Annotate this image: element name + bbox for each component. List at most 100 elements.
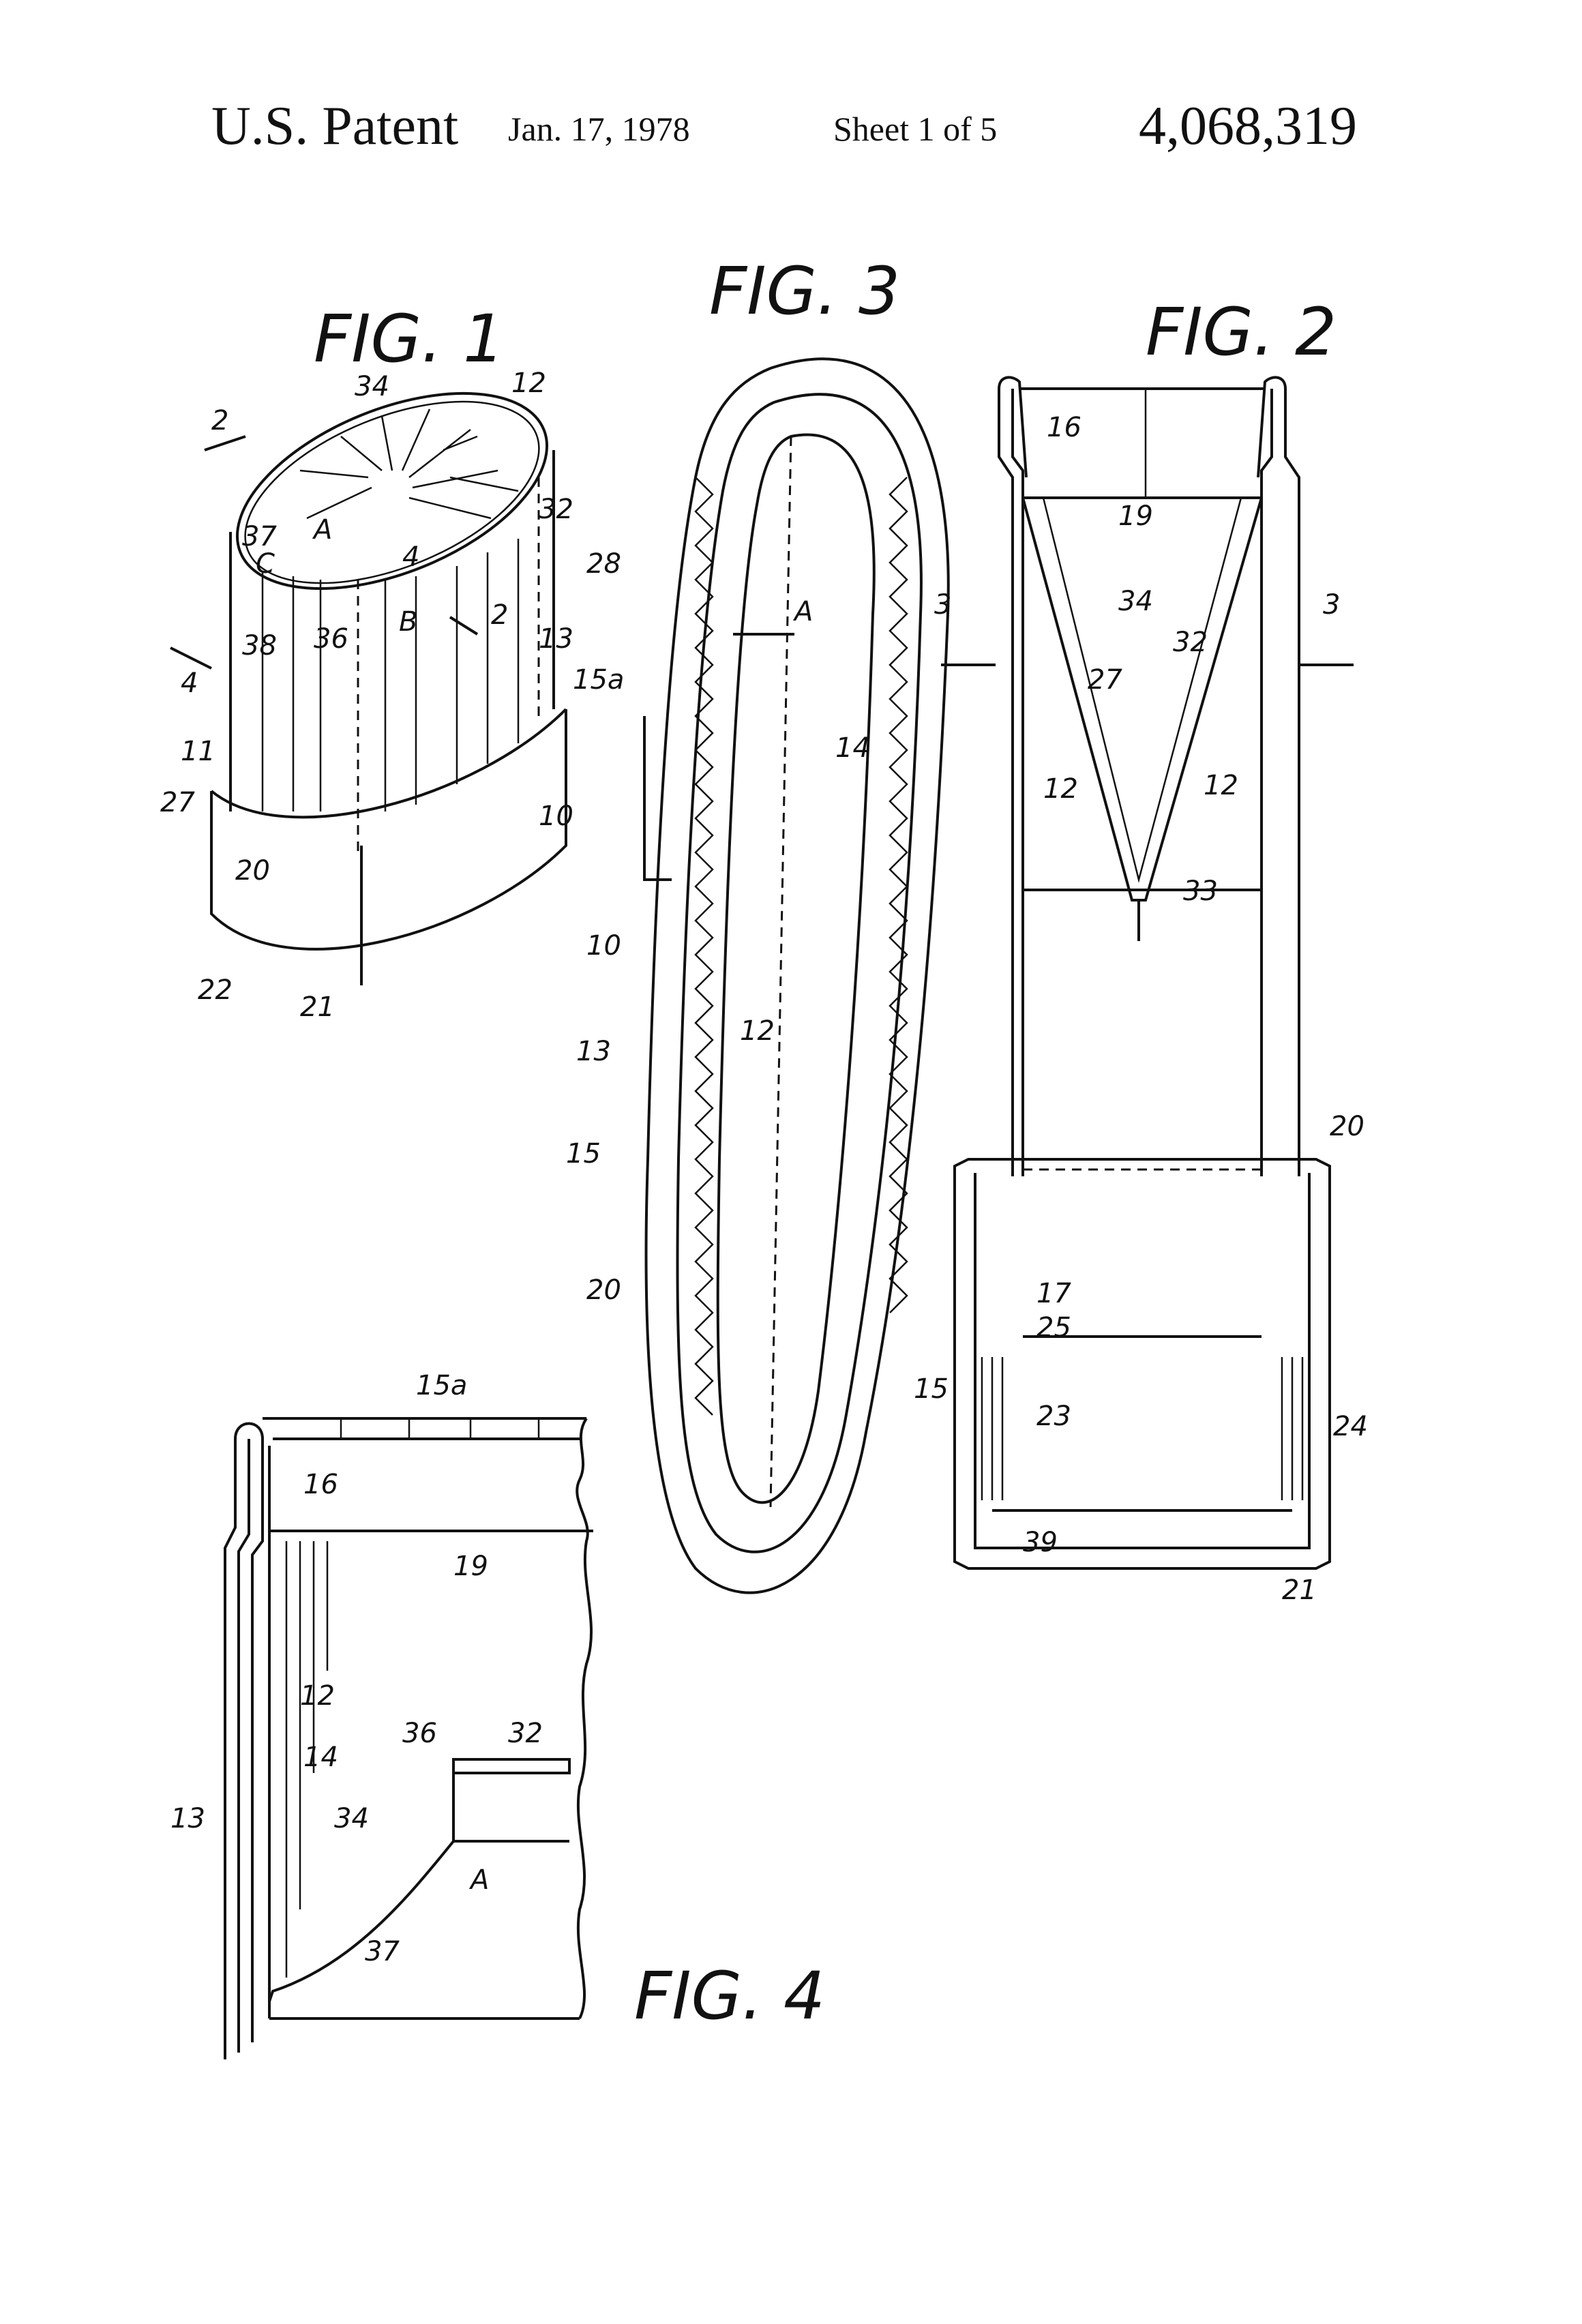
reference-numeral: 20 <box>1330 1111 1364 1142</box>
patent-date: Jan. 17, 1978 <box>508 110 690 148</box>
reference-numeral: 32 <box>508 1718 543 1749</box>
figure-2: FIG. 2 16 19 3 34 <box>934 294 1368 1606</box>
reference-numeral: 32 <box>539 494 573 525</box>
figure-1: FIG. 1 2 3 <box>160 301 624 1023</box>
fig1-section-line-4 <box>170 646 212 670</box>
fig1-pleat-center <box>299 408 519 520</box>
fig1-band <box>210 709 567 951</box>
reference-numeral: A <box>792 596 813 627</box>
reference-numeral: 27 <box>160 787 195 818</box>
fig2-hatching <box>981 1357 1304 1500</box>
reference-numeral: 4 <box>402 541 419 573</box>
reference-numeral: 20 <box>586 1275 621 1306</box>
fig1-pleats <box>261 539 520 811</box>
fig4-break-line <box>576 1417 593 2019</box>
reference-numeral: 3 <box>1323 589 1340 621</box>
reference-numeral: 12 <box>1043 773 1078 805</box>
reference-numeral: 13 <box>576 1036 611 1067</box>
fig2-right-inner <box>1260 389 1273 1176</box>
fig3-label: FIG. 3 <box>709 253 900 329</box>
reference-numeral: 25 <box>1036 1312 1071 1343</box>
fig3-center-seam <box>769 436 792 1508</box>
fig4-outer-wall <box>224 1439 237 2059</box>
reference-numeral: 19 <box>1118 501 1153 532</box>
fig3-inner-hollow <box>716 433 876 1504</box>
fig2-left-fold <box>998 376 1028 478</box>
reference-numeral: 2 <box>491 599 508 631</box>
fig2-left-outer <box>998 389 1014 1176</box>
reference-numeral: 17 <box>1036 1278 1071 1309</box>
reference-numeral: A <box>312 514 332 546</box>
fig2-band <box>953 1158 1331 1570</box>
reference-numeral: 24 <box>1333 1411 1368 1442</box>
reference-numeral: B <box>399 606 417 638</box>
reference-numeral: 36 <box>314 623 348 655</box>
reference-numeral: 34 <box>1118 586 1153 617</box>
reference-numeral: 20 <box>235 855 270 887</box>
fig3-reference-numerals: A 14 10 12 13 15 20 15 <box>566 596 949 1405</box>
reference-numeral: 12 <box>511 368 546 399</box>
reference-numeral: 4 <box>181 668 198 699</box>
fig4-wall-2 <box>237 1439 250 2053</box>
fig4-top-fold <box>234 1422 264 1440</box>
fig3-band-edge <box>643 716 672 881</box>
reference-numeral: C <box>256 548 275 580</box>
reference-numeral: 15a <box>573 664 624 696</box>
fig4-flap-32 <box>452 1758 571 1774</box>
fig3-outer-wall <box>644 357 950 1594</box>
reference-numeral: 33 <box>1183 876 1218 907</box>
fig1-reference-numerals: 2 34 12 37 A C 4 32 28 38 36 B 2 13 15a … <box>160 368 624 1023</box>
reference-numeral: 34 <box>355 371 389 402</box>
reference-numeral: 13 <box>539 623 573 655</box>
fig1-inner-rim <box>244 400 540 584</box>
reference-numeral: 16 <box>303 1469 338 1500</box>
reference-numeral: 32 <box>1173 627 1208 658</box>
figure-4: FIG. 4 15a 16 19 12 14 <box>170 1370 825 2059</box>
reference-numeral: 10 <box>586 930 621 962</box>
fig1-label: FIG. 1 <box>314 301 505 377</box>
reference-numeral: 36 <box>402 1718 437 1749</box>
reference-numeral: A <box>468 1864 489 1896</box>
patent-header-title: U.S. Patent <box>211 96 459 156</box>
fig4-curve-37 <box>268 1840 455 2002</box>
reference-numeral: 12 <box>300 1680 335 1712</box>
reference-numeral: 14 <box>835 732 870 764</box>
reference-numeral: 13 <box>170 1803 205 1834</box>
fig4-pleat-marks <box>340 1418 540 1439</box>
reference-numeral: 3 <box>934 589 951 621</box>
reference-numeral: 34 <box>334 1803 369 1834</box>
reference-numeral: 15a <box>416 1370 467 1401</box>
fig2-reference-numerals: 16 19 3 34 3 32 27 12 12 33 20 17 25 23 … <box>934 412 1368 1606</box>
reference-numeral: 12 <box>1204 770 1238 801</box>
reference-numeral: 28 <box>586 548 621 580</box>
figure-3: FIG. 3 A 14 10 12 13 15 20 15 <box>566 253 950 1594</box>
reference-numeral: 19 <box>453 1551 488 1582</box>
fig2-left-inner <box>1011 389 1024 1176</box>
fig4-reference-numerals: 15a 16 19 12 14 36 32 13 34 A 37 <box>170 1370 543 1967</box>
fig4-wall-3 <box>251 1439 264 2042</box>
reference-numeral: 27 <box>1088 664 1122 696</box>
reference-numeral: 21 <box>300 992 335 1023</box>
fig3-middle-wall <box>676 393 923 1553</box>
fig2-right-outer <box>1284 389 1300 1176</box>
reference-numeral: 16 <box>1047 412 1081 443</box>
fig2-label: FIG. 2 <box>1146 294 1337 370</box>
reference-numeral: 11 <box>181 736 215 767</box>
reference-numeral: 21 <box>1282 1575 1317 1606</box>
sheet-number: Sheet 1 of 5 <box>833 110 998 148</box>
reference-numeral: 39 <box>1023 1527 1058 1558</box>
reference-numeral: 10 <box>539 801 573 832</box>
reference-numeral: 14 <box>303 1742 338 1773</box>
fig2-right-fold <box>1257 376 1287 478</box>
patent-number: 4,068,319 <box>1139 96 1357 156</box>
fig1-top-rim <box>235 391 549 591</box>
fig3-pleats-left <box>694 477 714 1416</box>
reference-numeral: 15 <box>566 1138 601 1170</box>
fig1-band-top <box>210 708 567 819</box>
fig4-shading <box>285 1541 329 1978</box>
fig2-cone-inner <box>1042 497 1242 883</box>
fig2-band-inner <box>974 1173 1311 1549</box>
reference-numeral: 22 <box>198 974 233 1006</box>
fig4-label: FIG. 4 <box>634 1958 825 2034</box>
